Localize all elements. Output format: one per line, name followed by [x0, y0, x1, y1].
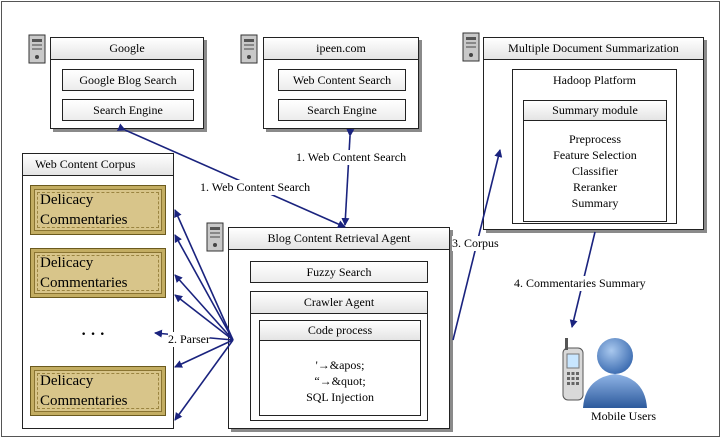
mds-box: Multiple Document Summarization Hadoop P…: [483, 37, 704, 230]
arrow-parser-4: [174, 294, 234, 341]
google-title: Google: [51, 38, 203, 60]
agent-box: Blog Content Retrieval Agent Fuzzy Searc…: [228, 227, 450, 429]
arrow-parser-1: [174, 209, 234, 341]
google-server-icon: [28, 34, 46, 64]
google-box: Google Google Blog Search Search Engine: [50, 37, 204, 129]
edge-label-web-content-search-google: 1. Web Content Search: [200, 180, 311, 195]
step-summary: Summary: [571, 196, 619, 210]
arrow-parser-3: [174, 274, 234, 341]
step-classifier: Classifier: [572, 164, 618, 178]
google-search-engine: Search Engine: [62, 99, 194, 121]
edge-label-parser: 2. Parser: [168, 332, 210, 347]
ipeen-title: ipeen.com: [264, 38, 418, 60]
ipeen-box: ipeen.com Web Content Search Search Engi…: [263, 37, 419, 129]
code-line-sql-injection: SQL Injection: [306, 390, 374, 404]
ipeen-server-icon: [240, 34, 258, 64]
arrow-google-agent: [116, 123, 346, 228]
code-line-quot: “→&quot;: [314, 374, 366, 388]
summary-module-title: Summary module: [524, 101, 666, 121]
mobile-users-label: Mobile Users: [591, 409, 656, 423]
step-preprocess: Preprocess: [569, 132, 621, 146]
arrow-parser-2: [174, 234, 234, 341]
step-reranker: Reranker: [573, 180, 617, 194]
ipeen-search-engine: Search Engine: [278, 99, 406, 121]
crawler-agent-title: Crawler Agent: [251, 292, 427, 314]
fuzzy-search: Fuzzy Search: [250, 261, 428, 283]
code-process-title: Code process: [260, 321, 420, 341]
mds-title: Multiple Document Summarization: [484, 38, 703, 60]
mobile-user-icon: [555, 330, 655, 410]
step-feature-selection: Feature Selection: [553, 148, 637, 162]
edge-label-web-content-search-ipeen: 1. Web Content Search: [296, 150, 407, 165]
crawler-agent-box: Crawler Agent Code process '→&apos; “→&q…: [250, 291, 428, 421]
hadoop-platform-label: Hadoop Platform: [553, 73, 636, 87]
agent-title: Blog Content Retrieval Agent: [229, 228, 449, 250]
edge-label-commentaries-summary: 4. Commentaries Summary: [514, 276, 646, 291]
arrow-parser-7: [174, 339, 234, 421]
ipeen-web-content-search: Web Content Search: [278, 69, 406, 91]
mds-server-icon: [462, 32, 480, 62]
code-line-apos: '→&apos;: [315, 358, 365, 372]
summary-module-box: Summary module Preprocess Feature Select…: [523, 100, 667, 222]
google-blog-search: Google Blog Search: [62, 69, 194, 91]
edge-label-corpus: 3. Corpus: [452, 236, 499, 251]
arrow-parser-6: [174, 339, 234, 368]
code-process-box: Code process '→&apos; “→&quot; SQL Injec…: [259, 320, 421, 416]
hadoop-platform-box: Hadoop Platform Summary module Preproces…: [512, 69, 677, 224]
corpus-ellipsis: · · ·: [81, 326, 106, 343]
